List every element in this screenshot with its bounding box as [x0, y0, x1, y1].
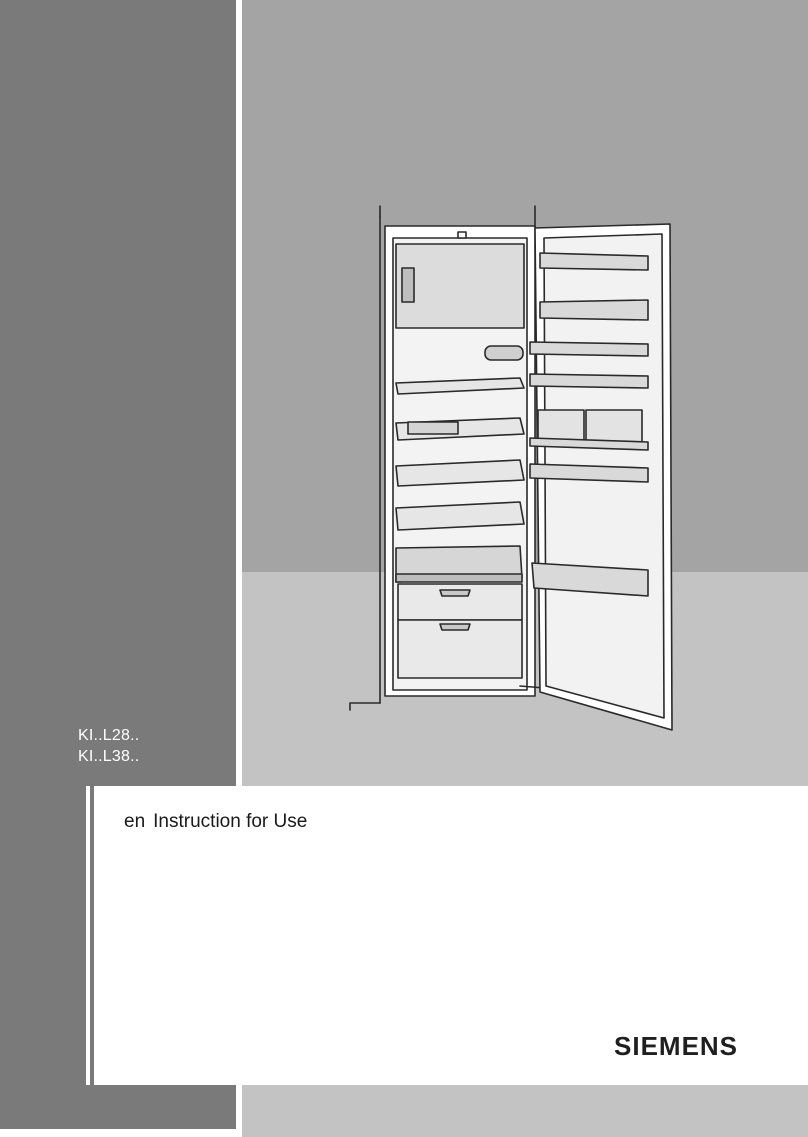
door-container-left [538, 410, 584, 442]
crisper-grille [396, 574, 522, 582]
light-switch [458, 232, 466, 238]
door-container-right [586, 410, 642, 444]
brand-logo: SIEMENS [614, 1031, 738, 1062]
door-shelf-2 [540, 300, 648, 320]
document-title: en Instruction for Use [124, 811, 307, 833]
bottom-strip [242, 1085, 808, 1137]
freezer-door-handle [402, 268, 414, 302]
egg-tray [408, 422, 458, 434]
door-shelf-4 [530, 374, 648, 388]
door-shelf-3 [530, 342, 648, 356]
door-shelf-6 [530, 464, 648, 482]
refrigerator-illustration [330, 198, 690, 748]
panel-rule-thick [76, 786, 86, 1085]
bottom-white-line [0, 1129, 236, 1137]
door-shelf-1 [540, 253, 648, 270]
freezer-compartment [396, 244, 524, 328]
title-text: Instruction for Use [153, 811, 307, 832]
panel-rule-thin [90, 786, 94, 1085]
model-number-2: KI..L38.. [78, 748, 139, 766]
model-number-1: KI..L28.. [78, 727, 139, 745]
niche-edge-left [350, 703, 380, 710]
thermostat-control [485, 346, 523, 360]
language-code: en [124, 811, 145, 832]
